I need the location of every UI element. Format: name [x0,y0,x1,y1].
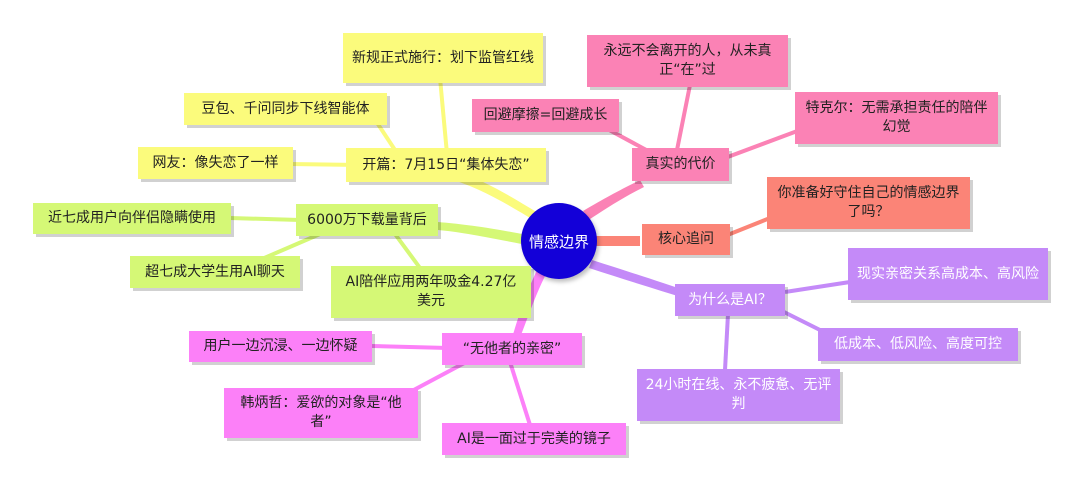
branch-core-question[interactable]: 核心追问 [642,224,730,255]
why-low-cost-controllable[interactable]: 低成本、低风险、高度可控 [818,328,1018,361]
link-cost-3 [724,128,801,160]
downloads-students-chat[interactable]: 超七成大学生用AI聊天 [130,256,300,288]
link-opening-1 [438,77,449,155]
branch-real-cost[interactable]: 真实的代价 [632,148,729,181]
link-intimacy-1 [371,344,449,350]
link-downloads-1 [229,216,301,222]
opening-new-rules[interactable]: 新规正式施行：划下监管红线 [343,33,543,83]
intimacy-immersed-doubt[interactable]: 用户一边沉浸、一边怀疑 [189,331,372,362]
link-center-question [596,236,640,246]
why-always-online[interactable]: 24小时在线、永不疲惫、无评判 [637,369,840,421]
downloads-hide-from-partner[interactable]: 近七成用户向伴侣隐瞒使用 [33,203,231,234]
opening-agents-offline[interactable]: 豆包、千问同步下线智能体 [184,93,387,125]
branch-opening[interactable]: 开篇：7月15日“集体失恋” [346,148,546,182]
cost-turkle[interactable]: 特克尔：无需承担责任的陪伴幻觉 [795,92,998,144]
downloads-revenue[interactable]: AI陪伴应用两年吸金4.27亿美元 [331,266,531,318]
link-why-3 [723,313,730,371]
branch-downloads[interactable]: 6000万下载量背后 [296,204,438,236]
link-why-1 [784,280,851,294]
intimacy-perfect-mirror[interactable]: AI是一面过于完美的镜子 [442,423,626,455]
why-real-intimacy-costly[interactable]: 现实亲密关系高成本、高风险 [848,248,1048,300]
link-cost-2 [675,84,692,151]
opening-netizens[interactable]: 网友：像失恋了一样 [138,147,293,179]
branch-why-ai[interactable]: 为什么是AI？ [675,284,785,316]
link-center-cost [583,180,644,219]
branch-intimacy[interactable]: “无他者的亲密” [442,333,582,365]
center-topic[interactable]: 情感边界 [521,203,597,279]
link-center-downloads [438,222,522,244]
link-intimacy-3 [508,361,532,426]
question-emotional-boundary[interactable]: 你准备好守住自己的情感边界了吗？ [767,177,970,229]
link-why-2 [779,308,821,332]
link-center-why [589,260,690,299]
cost-avoid-friction[interactable]: 回避摩擦=回避成长 [472,99,619,132]
link-downloads-3 [393,232,422,270]
link-center-opening [447,170,540,222]
cost-never-leave[interactable]: 永远不会离开的人，从未真正“在”过 [587,35,788,87]
intimacy-han-byung-chul[interactable]: 韩炳哲：爱欲的对象是“他者” [224,388,418,438]
